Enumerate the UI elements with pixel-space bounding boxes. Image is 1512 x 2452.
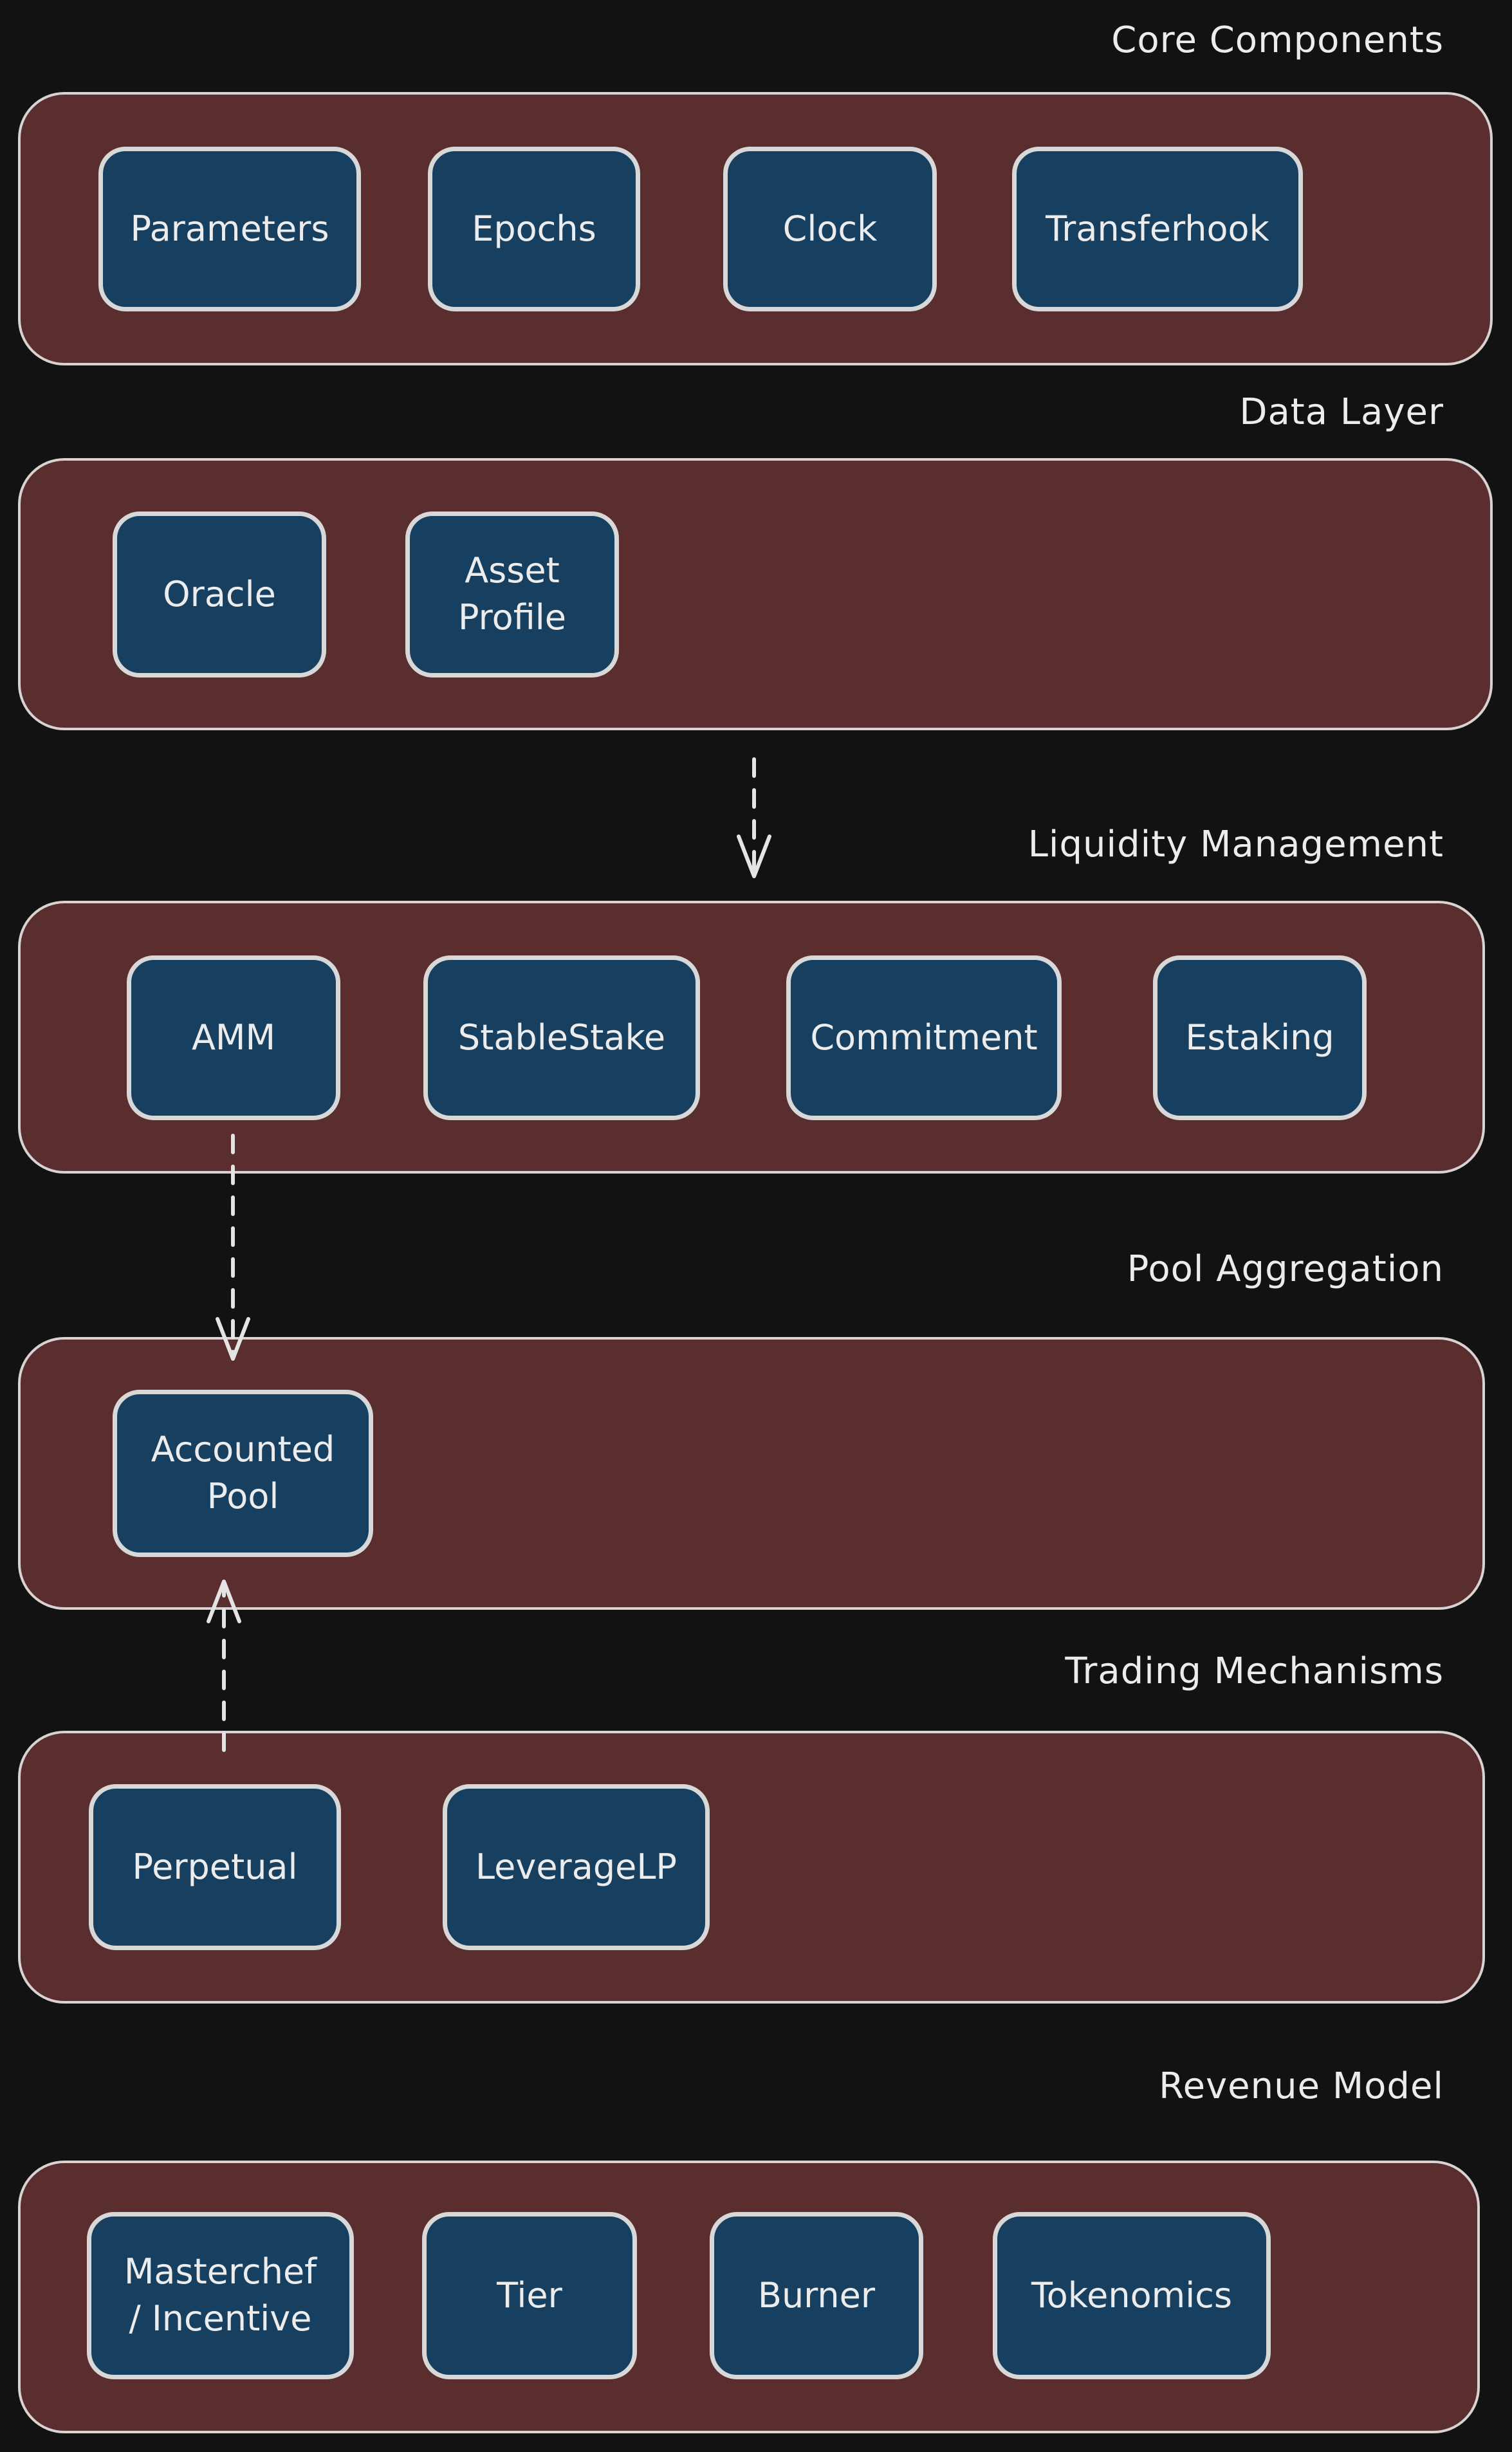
liquidity-management-title: Liquidity Management xyxy=(1028,824,1444,865)
trading-mechanisms-title: Trading Mechanisms xyxy=(1065,1650,1444,1692)
amm-node[interactable]: AMM xyxy=(127,955,340,1120)
clock-node[interactable]: Clock xyxy=(723,147,937,311)
oracle-node[interactable]: Oracle xyxy=(113,512,326,678)
revenue-model-title: Revenue Model xyxy=(1159,2065,1444,2107)
core-components-title: Core Components xyxy=(1111,19,1444,61)
burner-node[interactable]: Burner xyxy=(710,2212,923,2379)
accounted-pool-node[interactable]: Accounted Pool xyxy=(113,1390,373,1557)
estaking-node[interactable]: Estaking xyxy=(1153,955,1367,1120)
transferhook-node[interactable]: Transferhook xyxy=(1012,147,1303,311)
masterchef-incentive-node[interactable]: Masterchef / Incentive xyxy=(87,2212,354,2379)
epochs-node[interactable]: Epochs xyxy=(428,147,640,311)
asset-profile-node[interactable]: Asset Profile xyxy=(405,512,619,678)
pool-aggregation-title: Pool Aggregation xyxy=(1127,1248,1444,1290)
leveragelp-node[interactable]: LeverageLP xyxy=(443,1784,710,1950)
perpetual-node[interactable]: Perpetual xyxy=(89,1784,341,1950)
arrowhead-data-to-liquidity xyxy=(737,834,771,878)
tier-node[interactable]: Tier xyxy=(422,2212,637,2379)
stablestake-node[interactable]: StableStake xyxy=(423,955,700,1120)
tokenomics-node[interactable]: Tokenomics xyxy=(993,2212,1271,2379)
parameters-node[interactable]: Parameters xyxy=(98,147,361,311)
commitment-node[interactable]: Commitment xyxy=(786,955,1062,1120)
data-layer-title: Data Layer xyxy=(1239,391,1444,433)
